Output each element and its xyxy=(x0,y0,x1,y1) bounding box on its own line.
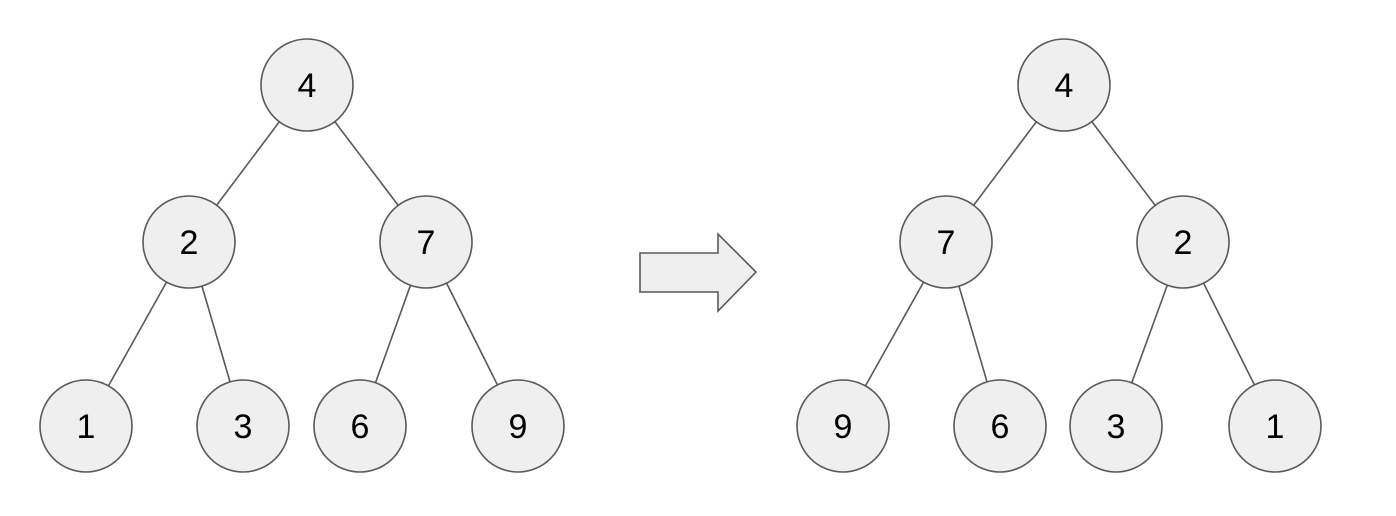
node-label: 3 xyxy=(234,408,253,446)
tree-edge-right-to-right-right xyxy=(445,282,499,386)
node-circle xyxy=(260,38,354,132)
node-circle xyxy=(1136,195,1230,289)
tree-edge-left-to-left-right xyxy=(958,285,988,383)
node-label: 4 xyxy=(1055,67,1074,105)
tree-node-left: 2 xyxy=(142,195,236,289)
node-label: 9 xyxy=(834,408,853,446)
node-label: 1 xyxy=(1266,408,1285,446)
node-circle xyxy=(142,195,236,289)
node-label: 3 xyxy=(1107,408,1126,446)
node-circle xyxy=(39,379,133,473)
inverted-tree: 4 7 2 9 6 3 1 xyxy=(796,38,1322,473)
original-tree: 4 2 7 1 3 6 9 xyxy=(39,38,565,473)
node-label: 6 xyxy=(351,408,370,446)
node-label: 2 xyxy=(1174,224,1193,262)
tree-node-left-left: 9 xyxy=(796,379,890,473)
tree-node-right: 2 xyxy=(1136,195,1230,289)
tree-edge-left-to-left-left xyxy=(864,281,925,387)
tree-edge-right-to-right-right xyxy=(1202,282,1256,386)
node-label: 2 xyxy=(180,224,199,262)
tree-edge-root-to-right xyxy=(1091,121,1156,206)
tree-edge-right-to-right-left xyxy=(374,285,412,383)
node-label: 7 xyxy=(417,224,436,262)
tree-node-left-left: 1 xyxy=(39,379,133,473)
tree-edge-root-to-right xyxy=(334,121,399,206)
tree-edge-left-to-left-right xyxy=(201,285,231,383)
tree-node-right-right: 9 xyxy=(471,379,565,473)
node-label: 7 xyxy=(937,224,956,262)
tree-node-right-left: 3 xyxy=(1069,379,1163,473)
right-arrow-icon xyxy=(639,232,758,313)
node-circle xyxy=(379,195,473,289)
tree-node-right-right: 1 xyxy=(1228,379,1322,473)
tree-node-right: 7 xyxy=(379,195,473,289)
tree-edge-root-to-left xyxy=(972,121,1038,206)
transition-arrow xyxy=(639,232,758,313)
node-circle xyxy=(196,379,290,473)
node-circle xyxy=(1017,38,1111,132)
node-circle xyxy=(899,195,993,289)
node-circle xyxy=(1069,379,1163,473)
node-label: 1 xyxy=(77,408,96,446)
node-circle xyxy=(796,379,890,473)
tree-edge-right-to-right-left xyxy=(1130,284,1169,384)
node-circle xyxy=(313,379,407,473)
tree-node-root: 4 xyxy=(260,38,354,132)
tree-node-left-right: 6 xyxy=(953,379,1047,473)
node-label: 9 xyxy=(509,408,528,446)
node-label: 6 xyxy=(991,408,1010,446)
node-circle xyxy=(953,379,1047,473)
tree-node-left: 7 xyxy=(899,195,993,289)
tree-edge-left-to-left-left xyxy=(107,281,168,387)
tree-edge-root-to-left xyxy=(215,121,281,206)
tree-node-right-left: 6 xyxy=(313,379,407,473)
node-label: 4 xyxy=(298,67,317,105)
tree-node-root: 4 xyxy=(1017,38,1111,132)
tree-node-left-right: 3 xyxy=(196,379,290,473)
node-circle xyxy=(471,379,565,473)
node-circle xyxy=(1228,379,1322,473)
